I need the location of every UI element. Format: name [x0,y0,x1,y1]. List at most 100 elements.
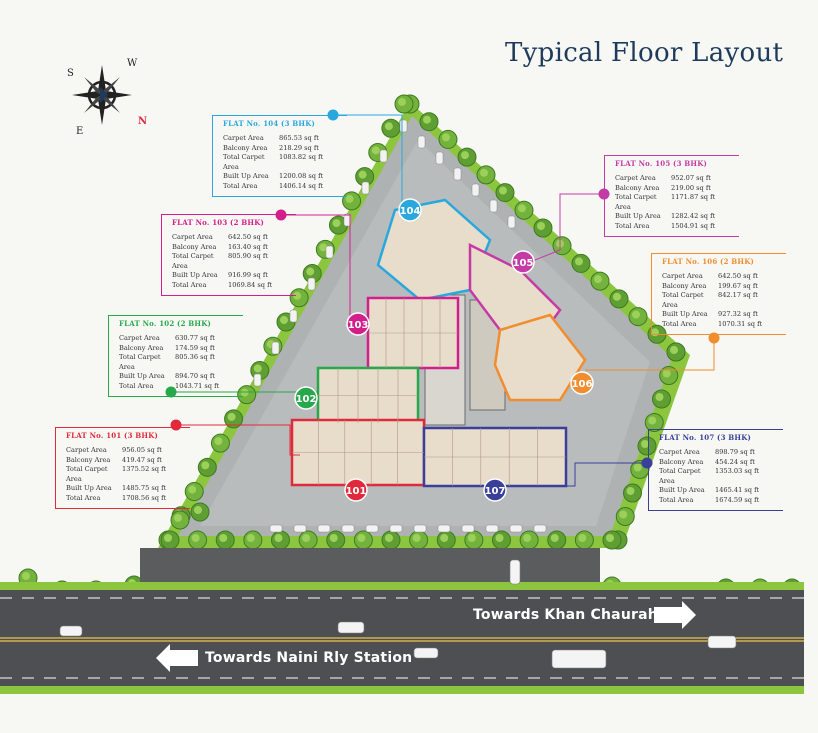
area-value: 454.24 sq ft [715,457,755,466]
flat-card-row: Total Area 1069.84 sq ft [172,281,290,291]
road-label-khan-chauraha: Towards Khan Chauraha [473,607,668,623]
flat-card-row: Total Area 1708.56 sq ft [66,494,184,504]
flat-card-row: Balcony Area 199.67 sq ft [662,282,780,292]
area-label: Built Up Area [662,310,708,319]
area-label: Balcony Area [662,281,707,290]
area-label: Total Area [66,493,101,502]
area-value: 805.90 sq ft [228,252,268,261]
area-label: Balcony Area [66,455,111,464]
area-value: 642.50 sq ft [228,233,268,241]
area-label: Carpet Area [659,448,700,456]
flat-card-106: FLAT No. 106 (2 BHK) Carpet Area 642.50 sq… [651,253,786,335]
area-value: 1465.41 sq ft [715,486,760,495]
area-value: 1353.03 sq ft [715,467,760,476]
flat-card-row: Total Carpet Area 1171.87 sq ft [615,193,733,212]
parked-cars [253,119,547,533]
callout-dot-102 [165,386,177,398]
area-label: Carpet Area [223,134,264,142]
area-value: 1282.42 sq ft [671,212,716,221]
flat-card-row: Total Carpet Area 805.90 sq ft [172,252,290,271]
area-label: Built Up Area [615,212,661,221]
area-value: 956.05 sq ft [122,446,162,454]
flat-card-row: Total Carpet Area 805.36 sq ft [119,353,237,372]
area-value: 1200.08 sq ft [279,172,324,181]
unit-marker-102[interactable]: 102 [294,386,318,410]
area-value: 1708.56 sq ft [122,493,167,502]
area-label: Built Up Area [172,271,218,280]
flat-card-row: Built Up Area 916.99 sq ft [172,271,290,281]
flat-card-heading: FLAT No. 101 (3 BHK) [66,431,158,440]
flat-card-row: Carpet Area 642.50 sq ft [662,272,780,282]
flat-card-row: Balcony Area 174.59 sq ft [119,344,237,354]
area-label: Carpet Area [615,174,656,182]
area-value: 916.99 sq ft [228,271,268,280]
leader-line-105 [529,193,604,263]
callout-dot-103 [275,209,287,221]
area-value: 805.36 sq ft [175,353,215,362]
area-value: 1485.75 sq ft [122,484,167,493]
unit-marker-106[interactable]: 106 [570,371,594,395]
area-value: 1069.84 sq ft [228,280,273,289]
unit-marker-107[interactable]: 107 [483,478,507,502]
area-label: Total Carpet Area [662,291,704,309]
area-label: Total Area [223,181,258,190]
area-value: 898.79 sq ft [715,448,755,456]
unit-marker-103[interactable]: 103 [346,312,370,336]
area-value: 1070.31 sq ft [718,319,763,328]
area-value: 219.00 sq ft [671,183,711,192]
area-value: 642.50 sq ft [718,272,758,280]
flat-card-row: Carpet Area 898.79 sq ft [659,448,777,458]
area-label: Total Area [659,495,694,504]
area-value: 174.59 sq ft [175,343,215,352]
unit-number-106: 106 [572,379,593,390]
area-label: Balcony Area [615,183,660,192]
area-label: Built Up Area [119,372,165,381]
unit-marker-105[interactable]: 105 [511,250,535,274]
flat-card-row: Built Up Area 927.32 sq ft [662,310,780,320]
area-label: Total Area [615,221,650,230]
unit-marker-101[interactable]: 101 [344,478,368,502]
flat-card-row: Built Up Area 1282.42 sq ft [615,212,733,222]
flat-card-heading: FLAT No. 105 (3 BHK) [615,159,707,168]
area-value: 199.67 sq ft [718,281,758,290]
flat-card-heading: FLAT No. 103 (2 BHK) [172,218,264,227]
area-label: Total Area [172,280,207,289]
area-value: 1171.87 sq ft [671,193,716,202]
area-label: Total Carpet Area [172,252,214,270]
area-label: Balcony Area [223,143,268,152]
area-label: Total Area [119,381,154,390]
unit-marker-104[interactable]: 104 [398,198,422,222]
flat-card-heading: FLAT No. 106 (2 BHK) [662,257,754,266]
area-label: Carpet Area [662,272,703,280]
compass-s: S [67,68,74,79]
flat-card-row: Total Area 1043.71 sq ft [119,382,237,392]
flat-card-heading: FLAT No. 107 (3 BHK) [659,433,751,442]
area-value: 218.29 sq ft [279,143,319,152]
area-label: Balcony Area [119,343,164,352]
area-label: Total Carpet Area [615,193,657,211]
area-label: Total Carpet Area [119,353,161,371]
leader-line-107 [510,462,647,487]
area-value: 927.32 sq ft [718,310,758,319]
road-cars [59,559,737,669]
area-value: 163.40 sq ft [228,242,268,251]
area-value: 1043.71 sq ft [175,381,220,390]
unit-number-104: 104 [400,206,421,217]
area-value: 1674.59 sq ft [715,495,760,504]
